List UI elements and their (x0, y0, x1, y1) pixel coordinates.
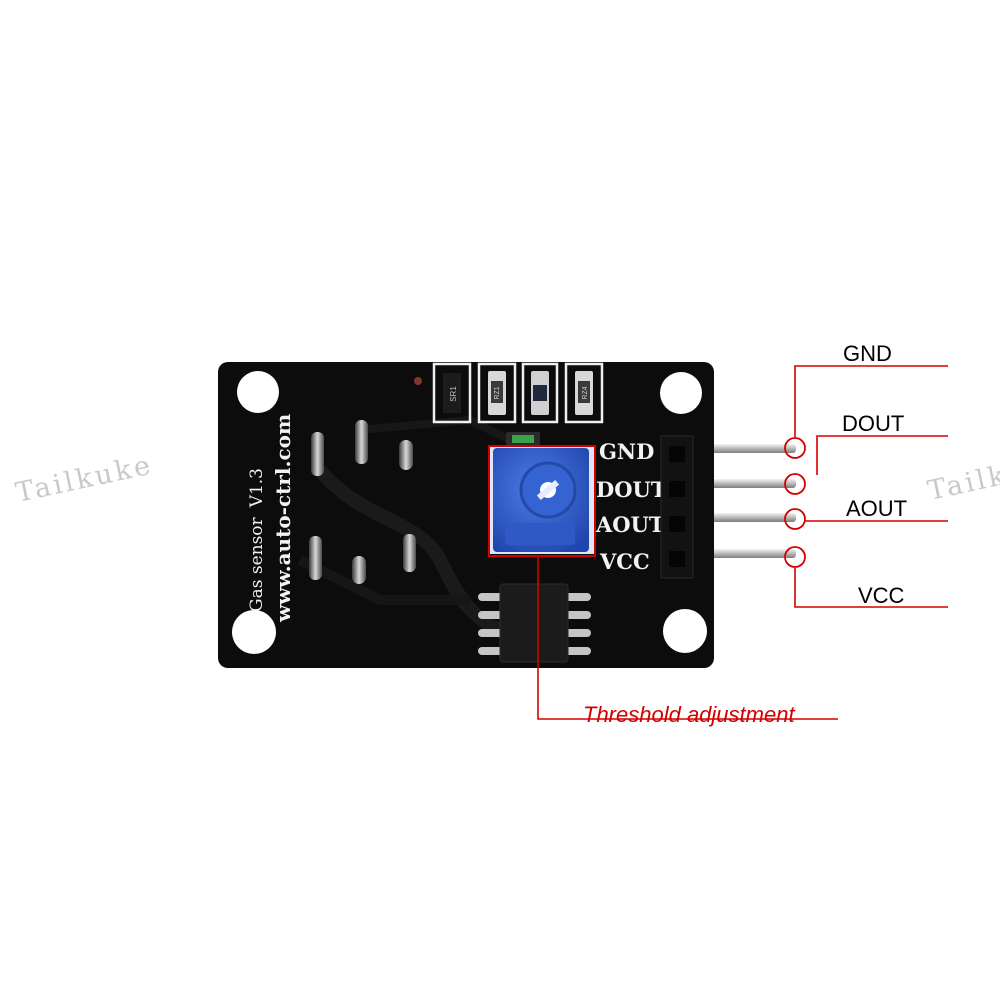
silk-pin-labels: GND DOUT AOUT VCC (595, 439, 667, 574)
silk-gnd: GND (599, 439, 654, 464)
board-url: www.auto-ctrl.com (271, 414, 295, 623)
callout-gnd: GND (843, 341, 892, 366)
dout-pin-marker (784, 473, 806, 495)
smd-components: SR1 RZ1 RZ4 (432, 362, 604, 446)
aout-pin-marker (784, 508, 806, 530)
watermark-left: Tailkuke (13, 450, 156, 509)
smd-label-2: RZ1 (494, 386, 501, 399)
callout-threshold: Threshold adjustment (583, 702, 795, 727)
pin-markers (784, 437, 806, 568)
header-pins (690, 444, 796, 558)
silk-dout: DOUT (596, 477, 667, 502)
callout-aout: AOUT (846, 496, 907, 521)
silk-vcc: VCC (599, 549, 650, 574)
smd-label-4: RZ4 (582, 386, 589, 399)
mount-hole (232, 610, 276, 654)
callout-vcc: VCC (858, 583, 905, 608)
callout-dout: DOUT (842, 411, 904, 436)
potentiometer (488, 445, 596, 557)
callout-labels: GND DOUT AOUT VCC (842, 341, 907, 608)
mount-hole (237, 371, 279, 413)
vcc-pin-marker (784, 546, 806, 568)
board-title: Gas sensorV1.3 (247, 468, 267, 612)
callout-lines (537, 365, 948, 720)
mount-hole (663, 609, 707, 653)
gnd-pin-marker (784, 437, 806, 459)
ic-chip (478, 583, 591, 663)
silkscreen-text: Gas sensorV1.3 www.auto-ctrl.com (247, 414, 295, 623)
header-housing (660, 435, 694, 579)
smd-label-1: SR1 (449, 386, 458, 402)
silk-aout: AOUT (595, 512, 665, 537)
pcb-board (218, 362, 714, 668)
mount-hole (660, 372, 702, 414)
sensor-legs (309, 420, 416, 584)
watermark-right: Tailkuke (925, 448, 1000, 507)
